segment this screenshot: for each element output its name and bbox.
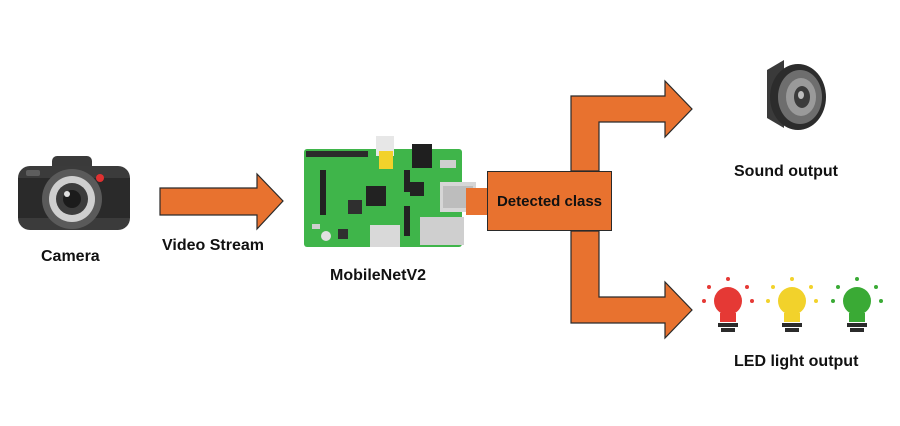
- bulb-green-icon: [831, 277, 883, 332]
- arrow-video-stream: [159, 172, 284, 231]
- raspberry-pi-board-icon: [304, 136, 476, 247]
- bulb-red-icon: [702, 277, 754, 332]
- camera-icon: [18, 156, 130, 230]
- arrow-branch-to-led: [570, 230, 693, 340]
- sound-output-label: Sound output: [734, 163, 838, 180]
- board-label: MobileNetV2: [330, 267, 427, 284]
- detected-class-box: Detected class: [487, 171, 612, 231]
- arrow-board-to-detected: [466, 188, 488, 215]
- speaker-icon: [767, 60, 826, 130]
- led-output-label: LED light output: [734, 353, 859, 370]
- bulb-yellow-icon: [766, 277, 818, 332]
- video-stream-label: Video Stream: [162, 237, 264, 254]
- arrow-branch-to-sound: [570, 79, 693, 172]
- camera-label: Camera: [41, 248, 100, 265]
